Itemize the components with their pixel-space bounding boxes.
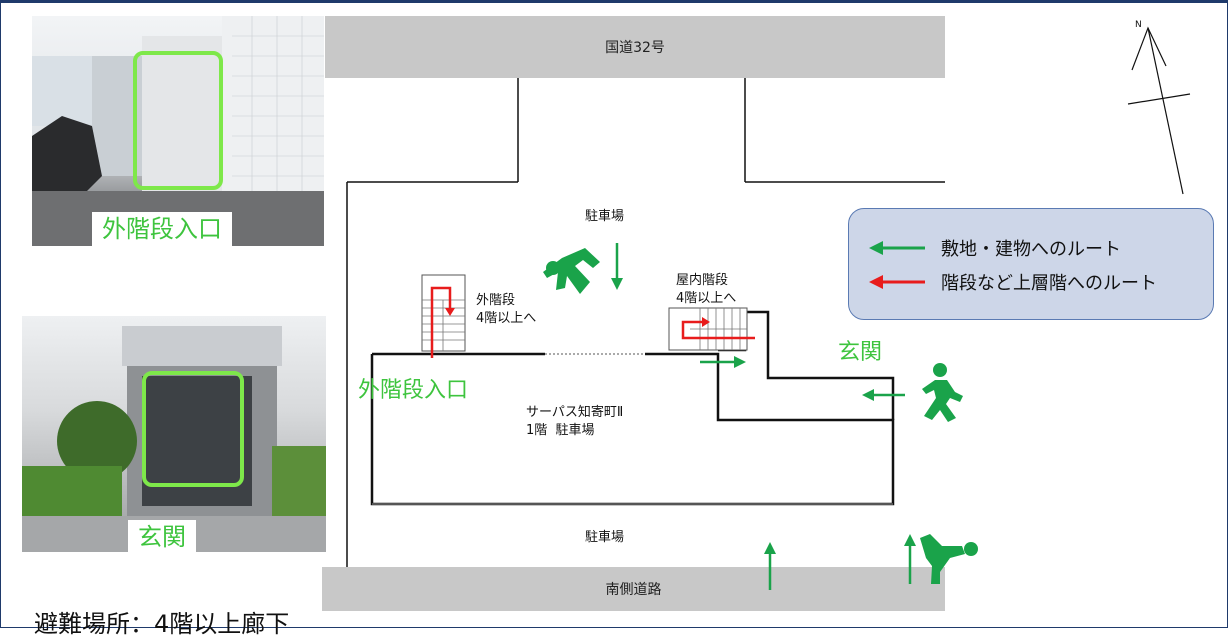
entrance-photo-caption: 玄関 [128, 520, 196, 554]
entrance-photo [22, 316, 326, 552]
evacuation-note: 避難場所：4階以上廊下 [34, 610, 290, 638]
outer-entrance-map-label: 外階段入口 [358, 378, 469, 403]
compass-icon [1127, 26, 1191, 195]
road-south: 南側道路 [322, 567, 945, 611]
person-icon-entrance [922, 363, 963, 422]
route-legend: 敷地・建物へのルート 階段など上層階へのルート [848, 208, 1214, 320]
road-north: 国道32号 [325, 16, 945, 78]
legend-red-label: 階段など上層階へのルート [941, 273, 1157, 294]
person-icon-north [543, 248, 600, 294]
outer-staircase-symbol [421, 274, 466, 358]
legend-green-row: 敷地・建物へのルート [869, 235, 1121, 261]
building-label: サーパス知寄町Ⅱ 1階 駐車場 [526, 405, 624, 438]
parking-north-label: 駐車場 [585, 209, 625, 224]
compass-north-label: N [1135, 20, 1142, 30]
indoor-staircase-symbol [668, 307, 755, 351]
parking-south-label: 駐車場 [585, 530, 625, 545]
entrance-map-label: 玄関 [838, 340, 883, 365]
legend-green-label: 敷地・建物へのルート [941, 239, 1121, 260]
outer-stairs-label: 外階段 4階以上へ [476, 293, 537, 326]
legend-red-row: 階段など上層階へのルート [869, 269, 1157, 295]
green-arrow-icon [869, 241, 925, 255]
indoor-stairs-label: 屋内階段 4階以上へ [676, 273, 737, 306]
person-icon-south [920, 534, 978, 584]
red-arrow-icon [869, 275, 925, 289]
entrance-photo-image [22, 326, 326, 552]
outer-stairs-photo-caption: 外階段入口 [92, 212, 232, 246]
